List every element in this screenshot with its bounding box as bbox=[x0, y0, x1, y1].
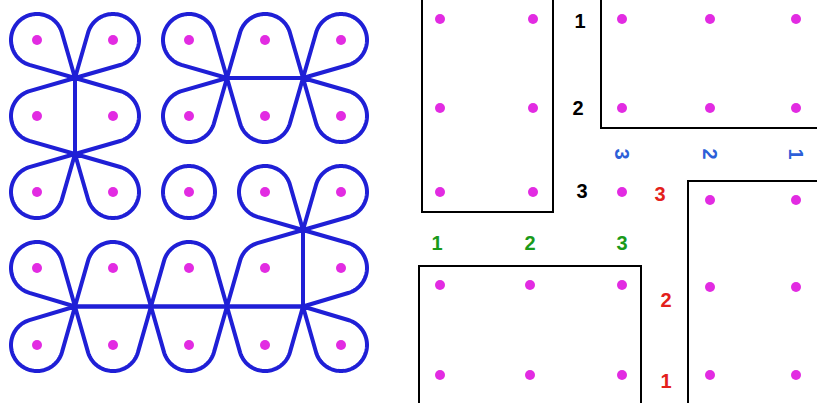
callout-number: 2 bbox=[700, 148, 720, 159]
grid-dot bbox=[32, 35, 42, 45]
kolam-loop bbox=[239, 166, 303, 230]
grid-dot bbox=[705, 282, 715, 292]
grid-dot bbox=[108, 187, 118, 197]
kolam-loop bbox=[303, 14, 367, 78]
grid-dot bbox=[184, 111, 194, 121]
grid-dot bbox=[791, 370, 801, 380]
grid-dot bbox=[617, 103, 627, 113]
grid-dot bbox=[435, 103, 445, 113]
kolam-loop bbox=[11, 307, 75, 371]
grid-dot bbox=[435, 370, 445, 380]
grid-dot bbox=[108, 340, 118, 350]
dot-block-frame bbox=[419, 266, 641, 403]
grid-dot bbox=[32, 340, 42, 350]
grid-dot bbox=[336, 263, 346, 273]
grid-dot bbox=[525, 370, 535, 380]
kolam-loop bbox=[75, 242, 151, 306]
kolam-loop bbox=[11, 242, 75, 306]
callout-number: 2 bbox=[572, 98, 583, 118]
grid-dot bbox=[435, 280, 445, 290]
grid-dot bbox=[705, 195, 715, 205]
grid-dot bbox=[108, 111, 118, 121]
grid-dot bbox=[260, 187, 270, 197]
grid-dot bbox=[705, 370, 715, 380]
grid-dot bbox=[108, 35, 118, 45]
grid-dot bbox=[260, 111, 270, 121]
callout-number: 2 bbox=[660, 290, 671, 310]
callout-number: 3 bbox=[616, 233, 627, 253]
kolam-loop bbox=[151, 242, 227, 306]
grid-dot bbox=[184, 35, 194, 45]
grid-dot bbox=[336, 187, 346, 197]
grid-dot bbox=[617, 370, 627, 380]
kolam-loop bbox=[303, 78, 367, 142]
grid-dot bbox=[791, 195, 801, 205]
kolam-loop bbox=[227, 230, 303, 307]
callout-number: 1 bbox=[574, 11, 585, 31]
grid-dot bbox=[617, 14, 627, 24]
kolam-loop bbox=[11, 154, 75, 218]
grid-dot bbox=[108, 263, 118, 273]
grid-dot bbox=[260, 263, 270, 273]
grid-dot bbox=[336, 340, 346, 350]
grid-dot bbox=[705, 103, 715, 113]
grid-dot bbox=[184, 340, 194, 350]
grid-dot bbox=[32, 111, 42, 121]
kolam-loop bbox=[75, 307, 151, 371]
grid-dot bbox=[705, 14, 715, 24]
kolam-loop bbox=[303, 307, 367, 372]
kolam-loop bbox=[11, 14, 75, 78]
callout-number: 3 bbox=[654, 184, 665, 204]
kolam-loop bbox=[163, 78, 227, 142]
grid-dot bbox=[336, 111, 346, 121]
grid-dot bbox=[32, 187, 42, 197]
kolam-loop bbox=[75, 154, 139, 218]
grid-dot bbox=[435, 187, 445, 197]
callout-number: 1 bbox=[431, 233, 442, 253]
grid-dot bbox=[528, 14, 538, 24]
kolam-loop bbox=[227, 14, 303, 78]
kolam-loop bbox=[227, 78, 303, 142]
kolam-loop bbox=[163, 14, 227, 78]
dot-block-frame bbox=[601, 0, 817, 128]
dot-block-frame bbox=[422, 0, 553, 212]
callout-number: 3 bbox=[612, 148, 632, 159]
kolam-loop bbox=[75, 78, 139, 154]
callout-number: 1 bbox=[786, 148, 806, 159]
grid-dot bbox=[435, 14, 445, 24]
grid-dot bbox=[791, 282, 801, 292]
grid-dot bbox=[791, 103, 801, 113]
callout-number: 1 bbox=[660, 371, 671, 391]
grid-dot bbox=[617, 280, 627, 290]
kolam-loop bbox=[75, 14, 139, 78]
kolam-loop bbox=[227, 307, 303, 371]
grid-dot bbox=[528, 103, 538, 113]
kolam-loop bbox=[151, 307, 227, 371]
grid-dot bbox=[791, 14, 801, 24]
callout-number: 3 bbox=[576, 181, 587, 201]
grid-dot bbox=[525, 280, 535, 290]
kolam-loop bbox=[163, 166, 215, 218]
callout-number: 2 bbox=[524, 233, 535, 253]
dot-block-frame bbox=[688, 181, 817, 403]
kolam-loop bbox=[303, 230, 367, 307]
grid-dot bbox=[336, 35, 346, 45]
grid-dot bbox=[528, 187, 538, 197]
grid-dot bbox=[184, 263, 194, 273]
grid-dot bbox=[260, 340, 270, 350]
grid-dot bbox=[260, 35, 270, 45]
grid-dot bbox=[184, 187, 194, 197]
kolam-loop bbox=[303, 166, 367, 230]
grid-dot bbox=[32, 263, 42, 273]
kolam-loop bbox=[11, 78, 75, 154]
grid-dot bbox=[617, 187, 627, 197]
